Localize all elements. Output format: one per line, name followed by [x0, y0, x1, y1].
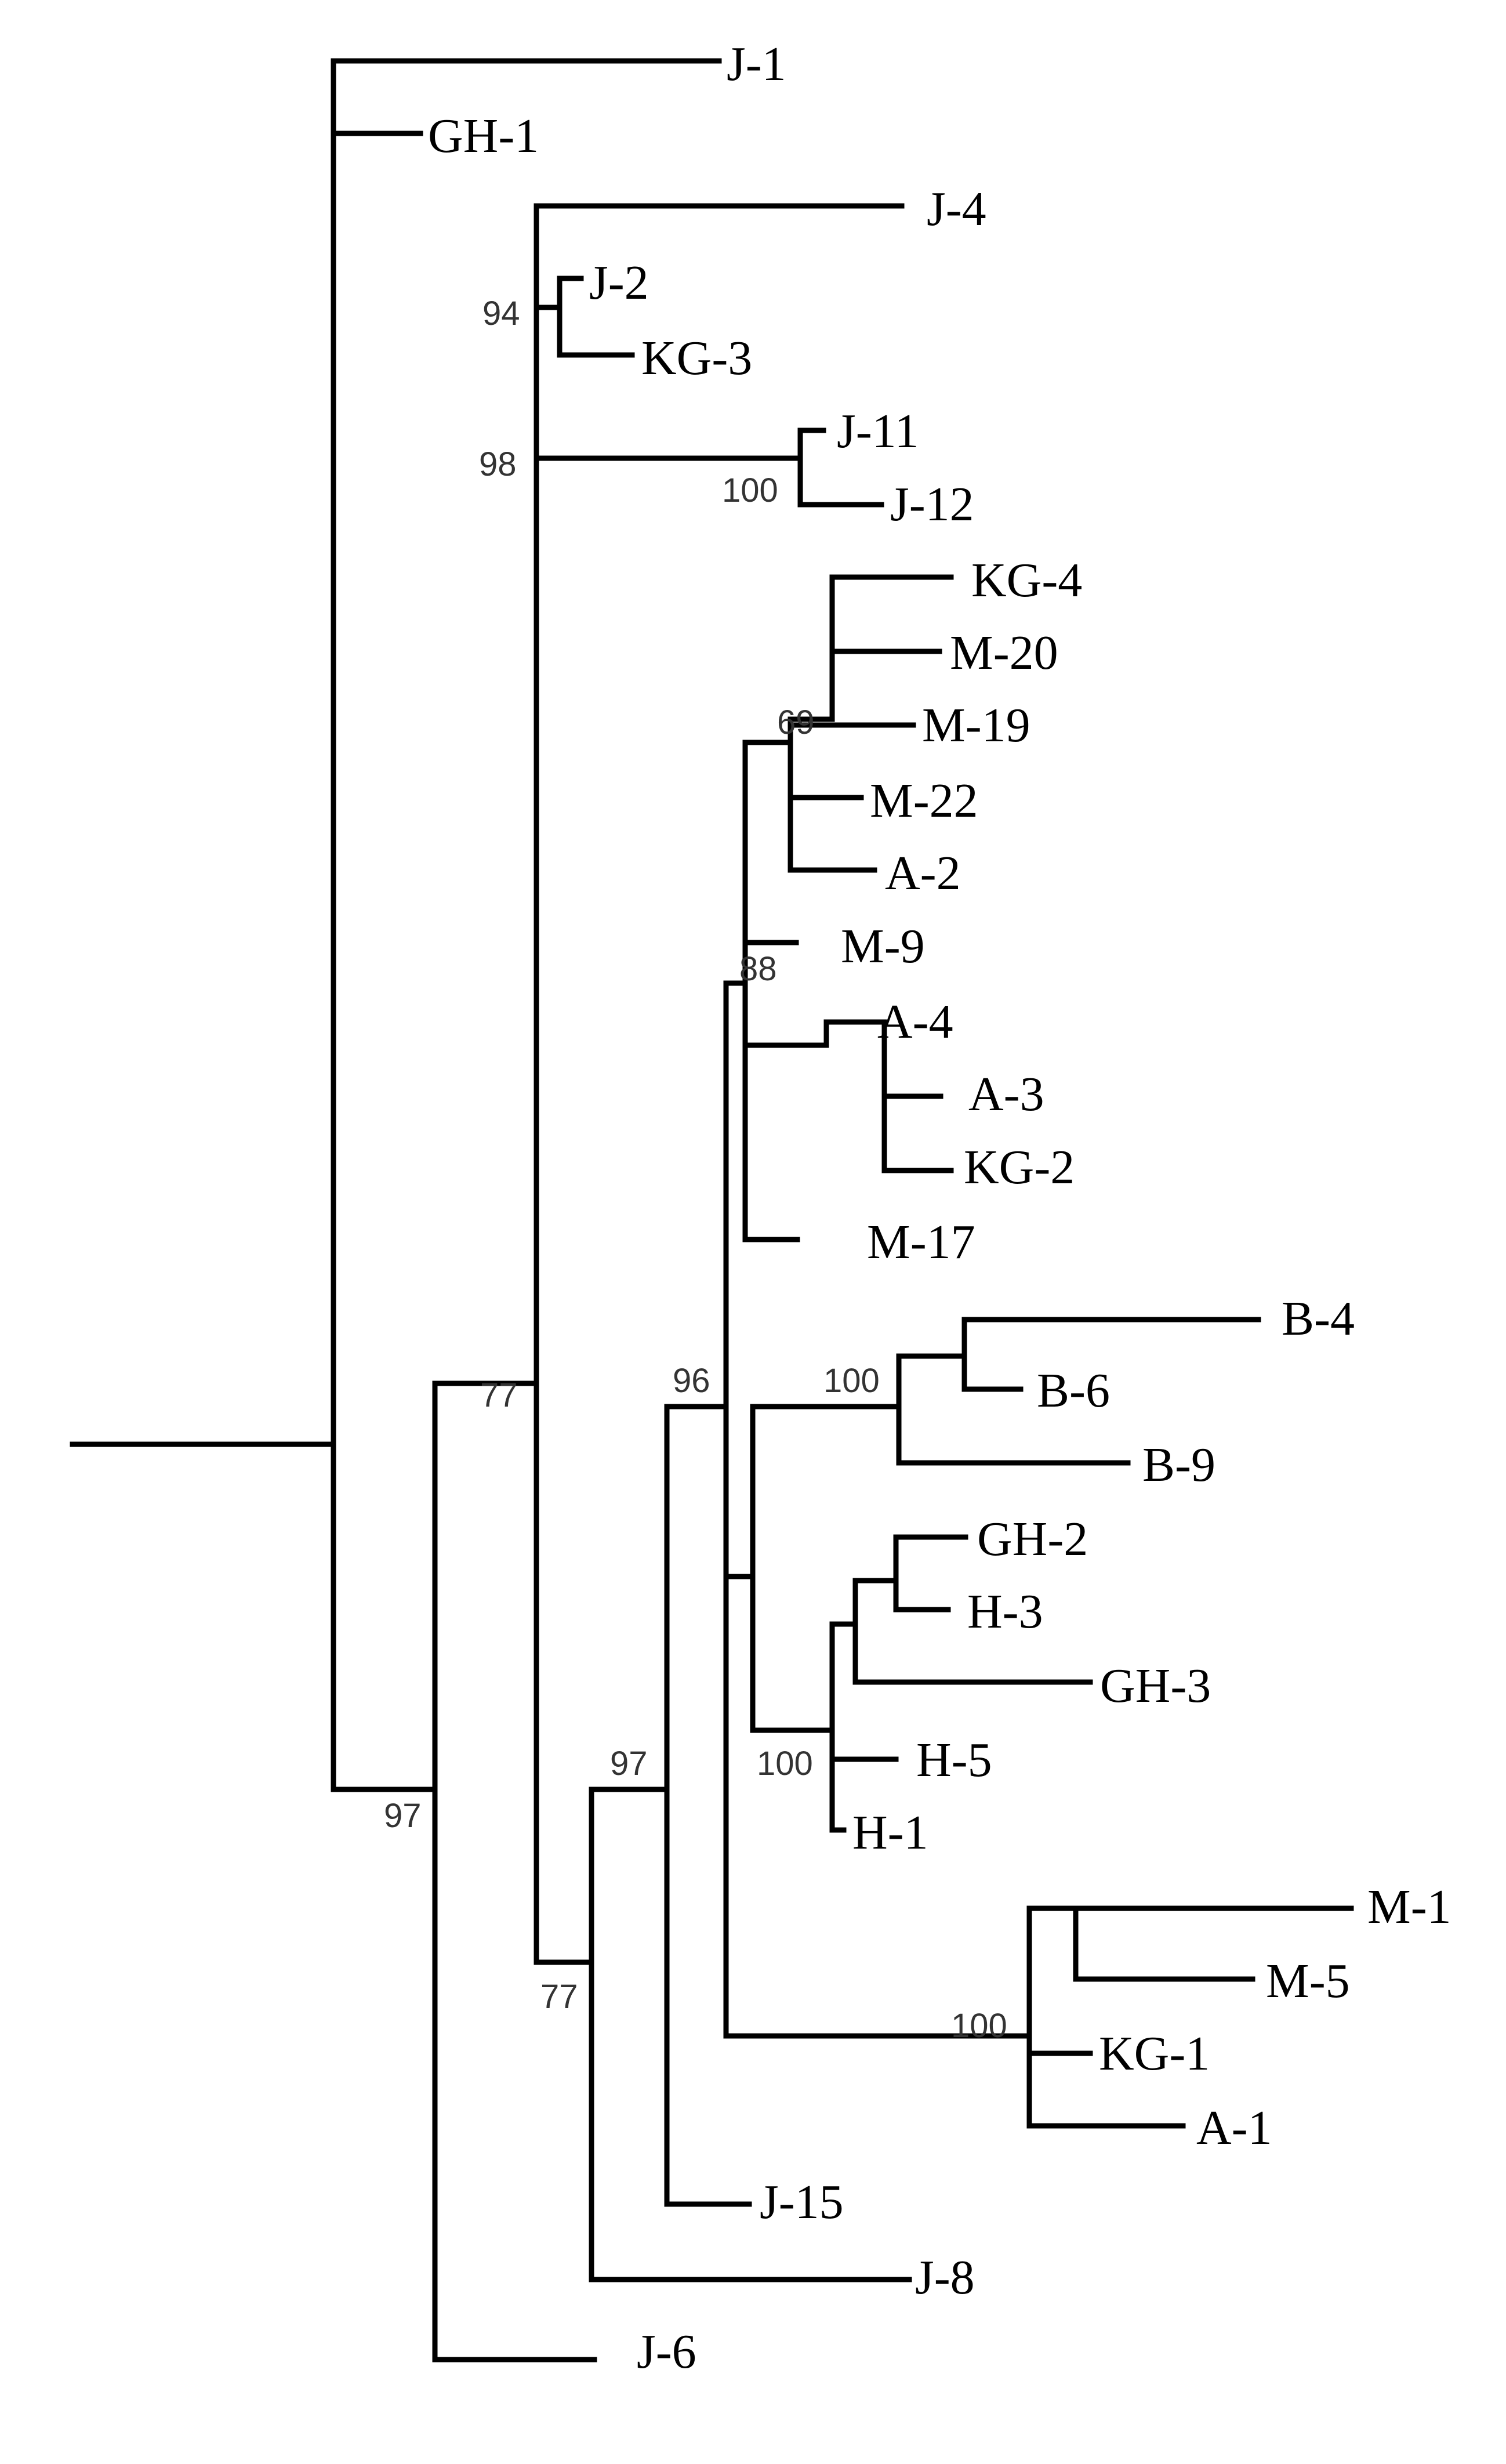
- leaf-label-M-9: M-9: [841, 919, 925, 973]
- support-value-77-upper: 77: [480, 1376, 518, 1414]
- support-value-100-b: 100: [823, 1362, 880, 1400]
- leaf-label-J-15: J-15: [760, 2175, 844, 2229]
- tree-branches: [70, 58, 1354, 2362]
- leaf-label-J-2: J-2: [589, 256, 649, 310]
- leaf-label-J-1: J-1: [727, 37, 786, 91]
- leaf-label-J-12: J-12: [890, 477, 974, 531]
- leaf-label-A-4: A-4: [877, 995, 953, 1049]
- leaf-label-B-9: B-9: [1142, 1438, 1215, 1492]
- leaf-label-GH-3: GH-3: [1100, 1659, 1211, 1713]
- support-value-77-lower: 77: [540, 1978, 578, 2016]
- leaf-label-M-19: M-19: [922, 698, 1030, 752]
- support-value-100-h: 100: [757, 1745, 813, 1782]
- leaf-label-B-6: B-6: [1037, 1364, 1110, 1418]
- leaf-labels: J-1 GH-1 J-4 J-2 KG-3 J-11 J-12 KG-4 M-2…: [428, 37, 1451, 2379]
- leaf-label-A-3: A-3: [968, 1067, 1044, 1121]
- leaf-label-M-17: M-17: [867, 1215, 975, 1269]
- leaf-label-KG-4: KG-4: [971, 553, 1082, 607]
- leaf-label-M-22: M-22: [870, 774, 978, 828]
- leaf-label-J-8: J-8: [915, 2251, 975, 2304]
- leaf-label-KG-2: KG-2: [964, 1140, 1075, 1194]
- support-value-98: 98: [479, 445, 517, 483]
- leaf-label-H-5: H-5: [916, 1733, 992, 1787]
- leaf-label-M-5: M-5: [1266, 1954, 1350, 2008]
- leaf-label-B-4: B-4: [1282, 1292, 1355, 1346]
- leaf-label-A-1: A-1: [1196, 2101, 1272, 2155]
- leaf-label-KG-1: KG-1: [1099, 2027, 1210, 2081]
- support-value-69: 69: [777, 704, 815, 741]
- support-labels: 94 98 100 69 88 77 96 100 100 97 77 100 …: [384, 295, 1007, 2045]
- support-value-97-inner: 97: [610, 1745, 648, 1782]
- leaf-label-J-11: J-11: [837, 404, 919, 458]
- leaf-label-J-6: J-6: [637, 2325, 696, 2379]
- support-value-94: 94: [482, 295, 520, 332]
- leaf-label-J-4: J-4: [927, 182, 986, 236]
- leaf-label-M-20: M-20: [950, 626, 1058, 680]
- support-value-88: 88: [739, 950, 777, 988]
- leaf-label-H-3: H-3: [967, 1585, 1043, 1639]
- leaf-label-GH-2: GH-2: [977, 1512, 1088, 1566]
- leaf-label-M-1: M-1: [1367, 1880, 1451, 1934]
- leaf-label-GH-1: GH-1: [428, 109, 539, 163]
- leaf-label-KG-3: KG-3: [641, 331, 752, 385]
- leaf-label-H-1: H-1: [852, 1806, 928, 1860]
- support-value-100-j11: 100: [722, 472, 778, 509]
- leaf-label-A-2: A-2: [885, 846, 961, 900]
- support-value-100-m: 100: [951, 2007, 1007, 2045]
- support-value-97-outer: 97: [384, 1797, 422, 1835]
- support-value-96: 96: [673, 1362, 710, 1400]
